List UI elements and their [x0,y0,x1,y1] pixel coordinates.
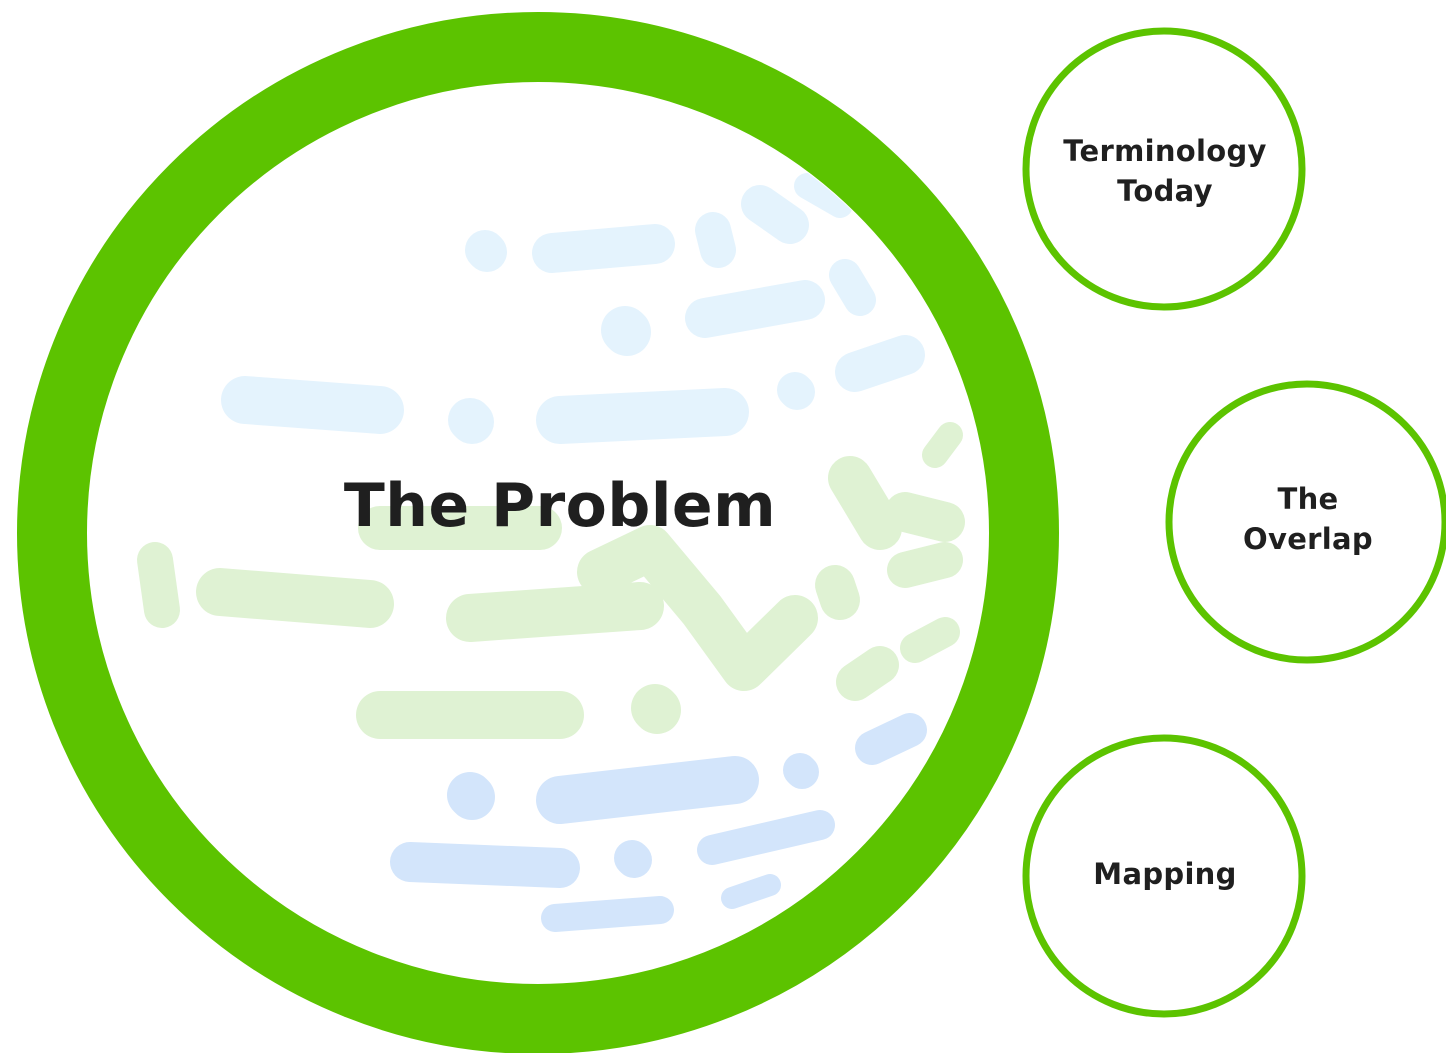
subtopic-the-overlap[interactable]: The Overlap [1243,482,1373,556]
globe-icon [137,173,965,932]
subtopic-ring-terminology[interactable] [1022,27,1306,311]
subtopic-ring-mapping[interactable] [1022,734,1306,1018]
subtopic-terminology-today[interactable]: Terminology Today [1063,134,1267,208]
main-topic-title[interactable]: The Problem [343,471,777,541]
subtopic-ring-overlap[interactable] [1165,380,1446,664]
subtopic-mapping[interactable]: Mapping [1093,857,1237,891]
main-topic-ring[interactable] [17,12,1059,1053]
